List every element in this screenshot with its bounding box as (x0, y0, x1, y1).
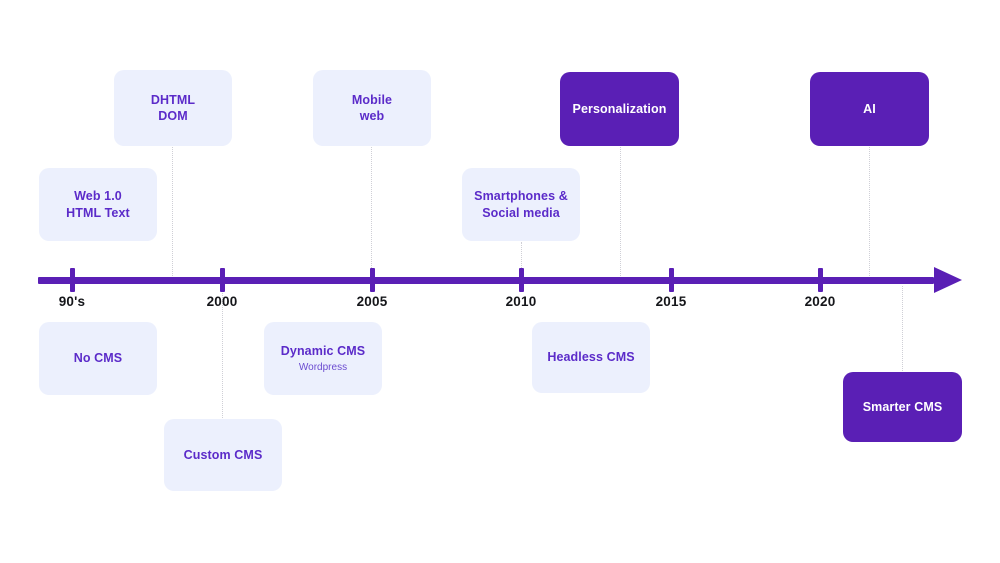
connector-smarter-cms (902, 286, 903, 373)
timeline-card-title: AI (863, 101, 876, 116)
timeline-card-title: No CMS (73, 351, 123, 366)
timeline-card-web-1-0[interactable]: Web 1.0 HTML Text (39, 168, 157, 241)
timeline-card-title: Smartphones & Social media (474, 189, 568, 220)
timeline-arrow-icon (934, 267, 962, 293)
axis-tick-label: 2005 (356, 294, 388, 309)
axis-tick-label: 90's (58, 294, 86, 309)
axis-tick-label: 2000 (206, 294, 238, 309)
timeline-card-smartphones-social-media[interactable]: Smartphones & Social media (462, 168, 580, 241)
axis-tick-2010 (518, 268, 524, 292)
axis-tick-2000 (219, 268, 225, 292)
timeline-card-dhtml-dom[interactable]: DHTML DOM (114, 70, 232, 146)
axis-tick-2015 (668, 268, 674, 292)
timeline-card-dynamic-cms[interactable]: Dynamic CMS Wordpress (264, 322, 382, 395)
connector-smartphones (521, 242, 522, 278)
timeline-card-title: Smarter CMS (862, 399, 943, 414)
timeline-card-title: Headless CMS (547, 350, 635, 365)
timeline-card-mobile-web[interactable]: Mobile web (313, 70, 431, 146)
timeline-card-title: Mobile web (351, 92, 393, 124)
timeline-axis-line (38, 276, 934, 284)
connector-ai (869, 147, 870, 278)
axis-tick-2020 (817, 268, 823, 292)
connector-custom-cms (222, 290, 223, 420)
axis-tick-90s (69, 268, 75, 292)
connector-personalization (620, 147, 621, 278)
axis-tick-label: 2015 (655, 294, 687, 309)
timeline-card-title: Personalization (572, 101, 667, 116)
timeline-card-subtitle: Wordpress (298, 362, 348, 374)
connector-mobile-web (371, 147, 372, 280)
timeline-card-smarter-cms[interactable]: Smarter CMS (843, 372, 962, 442)
timeline-card-custom-cms[interactable]: Custom CMS (164, 419, 282, 491)
timeline-card-title: DHTML DOM (150, 92, 196, 124)
timeline-card-personalization[interactable]: Personalization (560, 72, 679, 146)
axis-tick-label: 2020 (804, 294, 836, 309)
timeline-card-headless-cms[interactable]: Headless CMS (532, 322, 650, 393)
connector-dhtml-dom (172, 147, 173, 280)
timeline-card-title: Custom CMS (183, 447, 263, 462)
axis-tick-2005 (369, 268, 375, 292)
timeline-card-ai[interactable]: AI (810, 72, 929, 146)
timeline-card-title: Dynamic CMS (280, 343, 366, 358)
timeline-card-no-cms[interactable]: No CMS (39, 322, 157, 395)
timeline-card-title: Web 1.0 HTML Text (66, 189, 130, 220)
axis-tick-label: 2010 (505, 294, 537, 309)
